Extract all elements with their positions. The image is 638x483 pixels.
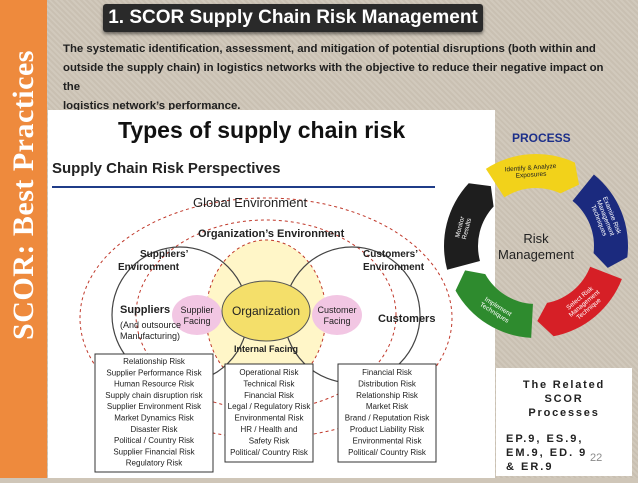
supplier-risks-item: Supplier Performance Risk bbox=[106, 368, 202, 377]
internal-risks-item: Legal / Regulatory Risk bbox=[228, 402, 312, 411]
scor-process-codes: EP.9, ES.9, EM.9, ED. 9 & ER.9 bbox=[506, 432, 630, 474]
organization-zone bbox=[221, 280, 311, 342]
customer-risks-item: Financial Risk bbox=[362, 368, 413, 377]
internal-risks-item: Safety Risk bbox=[249, 436, 290, 445]
customer-risks-item: Product Liability Risk bbox=[350, 425, 425, 434]
supplier-facing-zone bbox=[172, 295, 222, 335]
global-environment-label: Global Environment bbox=[193, 195, 308, 210]
supplier-risks-item: Supply chain disruption risk bbox=[105, 391, 203, 400]
internal-risks-item: Operational Risk bbox=[239, 368, 299, 377]
customers-label: Customers bbox=[378, 313, 435, 325]
description-line-3: logistics network’s performance. bbox=[63, 100, 241, 112]
supplier-facing-label-2: Facing bbox=[183, 316, 210, 326]
scor-heading-line-3: Processes bbox=[528, 407, 600, 419]
customers-environment-label-2: Environment bbox=[363, 262, 425, 273]
customer-risks-item: Relationship Risk bbox=[356, 391, 419, 400]
customer-risks-item: Market Risk bbox=[366, 402, 409, 411]
supplier-risks-item: Political / Country Risk bbox=[114, 436, 195, 445]
customer-risks-item: Political/ Country Risk bbox=[348, 448, 427, 457]
supplier-risks-item: Supplier Environment Risk bbox=[107, 402, 202, 411]
sidebar-label: SCOR: Best Practices bbox=[7, 50, 40, 340]
slide-title: 1. SCOR Supply Chain Risk Management bbox=[108, 7, 478, 28]
organization-environment-boundary bbox=[135, 219, 397, 411]
organization-label: Organization bbox=[232, 304, 300, 318]
supplier-risks-box bbox=[94, 353, 214, 473]
scor-codes-line-2: EM.9, ED. 9 bbox=[506, 447, 588, 459]
scor-codes-line-1: EP.9, ES.9, bbox=[506, 433, 584, 445]
cycle-step-arrow bbox=[537, 266, 622, 337]
title-bar: 1. SCOR Supply Chain Risk Management bbox=[103, 4, 483, 32]
supplier-risks-item: Human Resource Risk bbox=[114, 380, 195, 389]
sidebar: SCOR: Best Practices bbox=[0, 0, 47, 478]
description: The systematic identification, assessmen… bbox=[63, 40, 623, 116]
cycle-step-arrow bbox=[444, 183, 494, 270]
internal-risks-item: Technical Risk bbox=[243, 379, 295, 388]
customer-facing-zone bbox=[312, 295, 362, 335]
cycle-center-label-1: Risk bbox=[523, 231, 549, 246]
scor-heading-line-1: The Related bbox=[522, 379, 606, 391]
customer-risks-item: Brand / Reputation Risk bbox=[345, 414, 430, 423]
risk-diagram-panel: Types of supply chain risk Supply Chain … bbox=[48, 110, 495, 478]
internal-risks-box bbox=[224, 363, 314, 463]
scor-heading-line-2: SCOR bbox=[544, 393, 584, 405]
internal-facing-label: Internal Facing bbox=[234, 344, 298, 354]
description-line-1: The systematic identification, assessmen… bbox=[63, 43, 596, 55]
suppliers-environment-label-1: Suppliers’ bbox=[140, 249, 189, 260]
cycle-step-arrow bbox=[485, 154, 580, 198]
internal-risks-item: HR / Health and bbox=[241, 425, 298, 434]
global-environment-boundary bbox=[79, 197, 453, 439]
suppliers-environment-label-2: Environment bbox=[118, 262, 180, 273]
related-scor-heading: The Related SCOR Processes bbox=[496, 378, 632, 420]
cycle-step-label: Identify & AnalyzeExposures bbox=[505, 163, 558, 181]
customer-risks-item: Distribution Risk bbox=[358, 379, 417, 388]
customer-risks-item: Environmental Risk bbox=[353, 436, 423, 445]
supplier-risks-item: Regulatory Risk bbox=[126, 459, 183, 468]
supplier-risks-item: Disaster Risk bbox=[130, 425, 178, 434]
page-number: 22 bbox=[590, 452, 603, 464]
diagram-subheading: Supply Chain Risk Perspectives bbox=[52, 160, 280, 177]
internal-risks-item: Political/ Country Risk bbox=[230, 448, 309, 457]
suppliers-note-1: (And outsource bbox=[120, 320, 181, 330]
process-title: PROCESS bbox=[512, 131, 571, 145]
supplier-risks-item: Supplier Financial Risk bbox=[113, 447, 195, 456]
cycle-step-arrow bbox=[572, 174, 628, 268]
internal-risks-item: Financial Risk bbox=[244, 391, 295, 400]
risk-diagram: Types of supply chain risk Supply Chain … bbox=[52, 117, 453, 473]
suppliers-note-2: Manufacturing) bbox=[120, 331, 180, 341]
cycle-center-label-2: Management bbox=[498, 247, 574, 262]
customer-risks-box bbox=[337, 363, 437, 463]
scor-codes-line-3: & ER.9 bbox=[506, 461, 554, 473]
diagram-heading: Types of supply chain risk bbox=[118, 117, 405, 143]
customers-environment-label-1: Customers’ bbox=[363, 249, 418, 260]
supplier-facing-label-1: Supplier bbox=[180, 305, 213, 315]
customer-facing-label-2: Facing bbox=[323, 316, 350, 326]
internal-risks-item: Environmental Risk bbox=[235, 414, 305, 423]
organization-environment-label: Organization’s Environment bbox=[198, 228, 345, 240]
suppliers-label: Suppliers bbox=[120, 304, 170, 316]
cycle-step-arrow bbox=[455, 270, 533, 338]
supplier-risks-item: Market Dynamics Risk bbox=[114, 414, 195, 423]
supplier-risks-item: Relationship Risk bbox=[123, 357, 186, 366]
customer-facing-label-1: Customer bbox=[317, 305, 356, 315]
description-line-2: outside the supply chain) in logistics n… bbox=[63, 62, 604, 93]
related-scor-box: The Related SCOR Processes EP.9, ES.9, E… bbox=[496, 368, 632, 476]
